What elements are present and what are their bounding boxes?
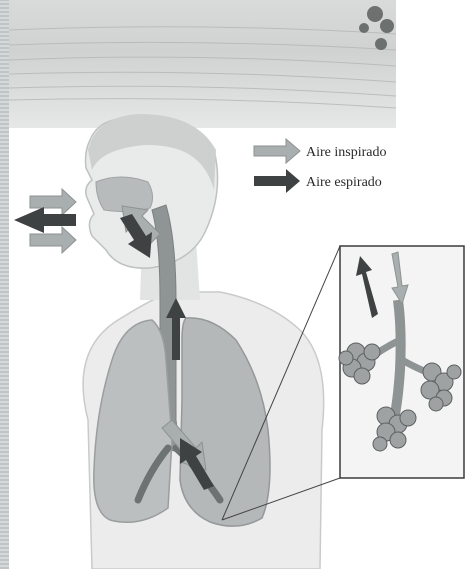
legend-expired-label: Aire espirado	[306, 175, 382, 190]
legend-inspired-arrow	[254, 139, 300, 163]
legend-expired-arrow	[254, 169, 300, 193]
legend: Aire inspirado Aire espirado	[254, 139, 386, 193]
legend-inspired-label: Aire inspirado	[306, 145, 386, 160]
